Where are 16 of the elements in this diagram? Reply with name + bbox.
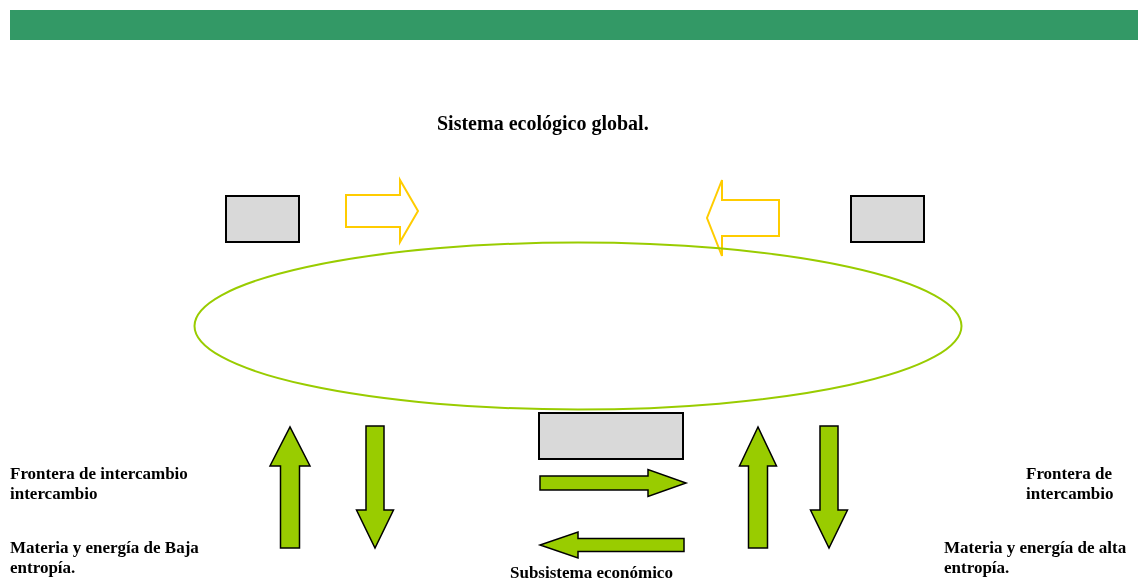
rectangle — [538, 412, 684, 460]
text-label: Frontera de intercambio — [1026, 464, 1115, 504]
text-label: Materia y energía de Baja entropía. — [10, 538, 200, 578]
text-label: Subsistema económico — [510, 563, 673, 583]
block-arrow — [345, 176, 420, 246]
diagram-title: Sistema ecológico global. — [437, 111, 649, 136]
block-arrow — [355, 425, 395, 550]
rectangle — [225, 195, 300, 243]
block-arrow — [705, 179, 780, 257]
text-label: Frontera de intercambio intercambio — [10, 464, 189, 504]
rectangle — [850, 195, 925, 243]
text-label: Materia y energía de alta entropía. — [944, 538, 1128, 578]
block-arrow — [738, 425, 778, 549]
block-arrow — [809, 425, 849, 550]
ellipse — [193, 241, 963, 411]
block-arrow — [268, 425, 312, 549]
